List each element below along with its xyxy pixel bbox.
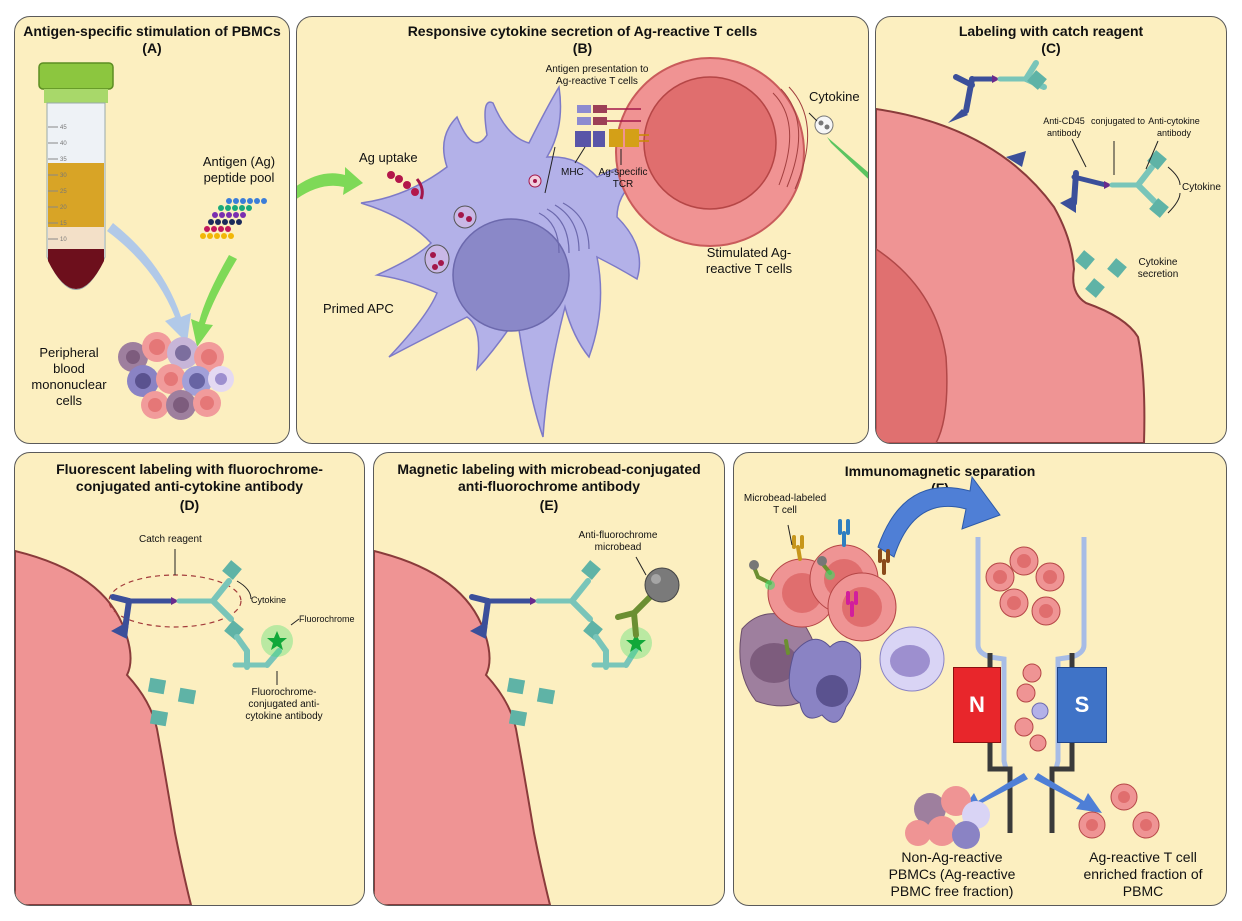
panel-a-letter: (A) — [142, 40, 162, 56]
panel-c-letter: (C) — [1041, 40, 1061, 56]
microbead-label: Anti-fluorochrome microbead — [578, 530, 658, 553]
label-pointers-d — [174, 549, 300, 685]
tube-mark-20: 20 — [60, 205, 67, 211]
catch-reagent-top — [948, 60, 1047, 123]
panel-c-title: Labeling with catch reagent — [958, 23, 1144, 39]
panel-d-illustration — [15, 549, 300, 905]
pbmc-cluster-icon — [118, 332, 234, 420]
non-reactive-label: Non-Ag-reactive PBMCs (Ag-reactive PBMC … — [888, 849, 1016, 899]
stimulated-t-cells-label: Stimulated Ag-reactive T cells — [705, 245, 793, 276]
labeled-cell-cluster — [739, 519, 945, 723]
panel-f: Immunomagnetic separation (F) — [733, 452, 1227, 906]
panel-b-illustration — [297, 57, 868, 438]
t-cell-membrane-d — [15, 549, 193, 905]
tube-mark-10: 10 — [60, 237, 67, 243]
panel-b-letter: (B) — [572, 40, 593, 56]
magnet-north: N — [953, 667, 1001, 743]
fluorochrome-antibody-d — [232, 634, 282, 670]
tube-graduation-marks — [48, 126, 58, 240]
catch-reagent-labeled — [1060, 150, 1169, 218]
tube-mark-40: 40 — [60, 141, 67, 147]
enriched-t-cells — [1078, 783, 1160, 839]
endoplasmic-reticulum — [538, 202, 590, 254]
fluorochrome-label: Fluorochrome — [299, 614, 355, 624]
panel-f-title: Immunomagnetic separation — [844, 463, 1036, 479]
cytokine-label-b: Cytokine — [809, 89, 860, 104]
panel-c-illustration — [876, 60, 1181, 443]
cytokine-label-d: Cytokine — [251, 595, 287, 605]
peptide-pool-icon — [200, 198, 267, 239]
cytokine-secretion-label: Cytokine secretion — [1137, 257, 1179, 280]
enriched-fraction-label: Ag-reactive T cell enriched fraction of … — [1083, 849, 1203, 899]
tube-mark-45: 45 — [60, 125, 67, 131]
panel-e-title: Magnetic labeling with microbead-conjuga… — [397, 461, 701, 494]
microbead-pointer — [635, 556, 647, 576]
antigen-pool-label: Antigen (Ag) peptide pool — [202, 154, 276, 185]
labeled-cell-pointer — [787, 524, 793, 546]
panel-b: Responsive cytokine secretion of Ag-reac… — [296, 16, 869, 444]
ag-uptake-label: Ag uptake — [359, 150, 418, 165]
anti-fluorochrome-antibody — [615, 592, 655, 638]
panel-e: Magnetic labeling with microbead-conjuga… — [373, 452, 725, 906]
blood-tube: 45 40 35 30 25 20 15 10 — [38, 62, 114, 290]
ag-uptake-peptides — [387, 171, 419, 196]
catch-reagent-e — [469, 560, 639, 670]
microbead — [644, 567, 680, 603]
panel-a-illustration: 45 40 35 30 25 20 15 10 — [38, 62, 267, 420]
label-pointers — [544, 112, 818, 194]
mhc-label: MHC — [561, 167, 584, 178]
tube-mark-15: 15 — [60, 221, 67, 227]
tube-to-cells-arrow — [107, 223, 191, 343]
cytokine-vesicle — [814, 115, 834, 135]
tcr-label: Ag-specific TCR — [598, 167, 648, 190]
transfer-arrow — [877, 475, 1001, 558]
secreted-cytokines-d — [147, 677, 197, 727]
panel-a: Antigen-specific stimulation of PBMCs (A… — [14, 16, 290, 444]
panel-a-title: Antigen-specific stimulation of PBMCs — [23, 23, 281, 39]
apc-nucleus — [452, 218, 570, 332]
surface-receptor-top — [1006, 151, 1026, 167]
anti-cytokine-label: Anti-cytokine antibody — [1148, 116, 1200, 138]
t-cell-nucleus-c — [876, 248, 948, 443]
fluorochrome-antibody-label: Fluorochrome-conjugated anti-cytokine an… — [245, 687, 323, 722]
panel-d: Fluorescent labeling with fluorochrome-c… — [14, 452, 365, 906]
t-cell-nucleus — [643, 76, 777, 210]
peptide-to-cells-arrow — [191, 255, 237, 347]
cytokine-label-c: Cytokine — [1182, 182, 1221, 193]
tube-mark-35: 35 — [60, 157, 67, 163]
catch-reagent-label: Catch reagent — [139, 534, 202, 545]
magnet-south: S — [1057, 667, 1107, 743]
labeled-t-cell-label: Microbead-labeled T cell — [743, 493, 827, 516]
fluorochrome-star-icon-e — [626, 633, 646, 652]
tube-mark-30: 30 — [60, 173, 67, 179]
secreted-cytokines-e — [506, 677, 556, 727]
t-cell-golgi — [772, 86, 809, 190]
pbmc-label: Peripheral blood mononuclear cells — [31, 345, 107, 408]
conjugated-to-label: conjugated to — [1090, 116, 1146, 126]
non-reactive-cells — [905, 786, 990, 849]
arrow-to-panel-c — [827, 137, 868, 179]
panel-b-title: Responsive cytokine secretion of Ag-reac… — [407, 23, 758, 39]
anti-cd45-label: Anti-CD45 antibody — [1043, 116, 1085, 138]
t-cell-membrane-e — [374, 549, 552, 905]
fluorochrome-star-icon — [267, 631, 287, 650]
panel-d-title: Fluorescent labeling with fluorochrome-c… — [56, 461, 323, 494]
label-pointers-c — [1071, 138, 1181, 214]
antigen-presentation-label: Antigen presentation to Ag-reactive T ce… — [545, 64, 649, 87]
antigen-vesicles — [415, 174, 542, 274]
panel-c: Labeling with catch reagent (C) — [875, 16, 1227, 444]
arrow-into-apc — [297, 167, 363, 199]
panel-f-illustration — [739, 475, 1160, 849]
panel-e-letter: (E) — [539, 497, 559, 513]
separation-column — [975, 537, 1087, 833]
panel-d-letter: (D) — [179, 497, 200, 513]
secreted-cytokines-c — [1075, 250, 1127, 298]
catch-reagent-d — [110, 560, 244, 640]
panel-e-illustration — [374, 549, 680, 905]
primed-apc-label: Primed APC — [323, 301, 394, 316]
mhc-tcr-complex — [575, 105, 649, 147]
tube-mark-25: 25 — [60, 189, 67, 195]
